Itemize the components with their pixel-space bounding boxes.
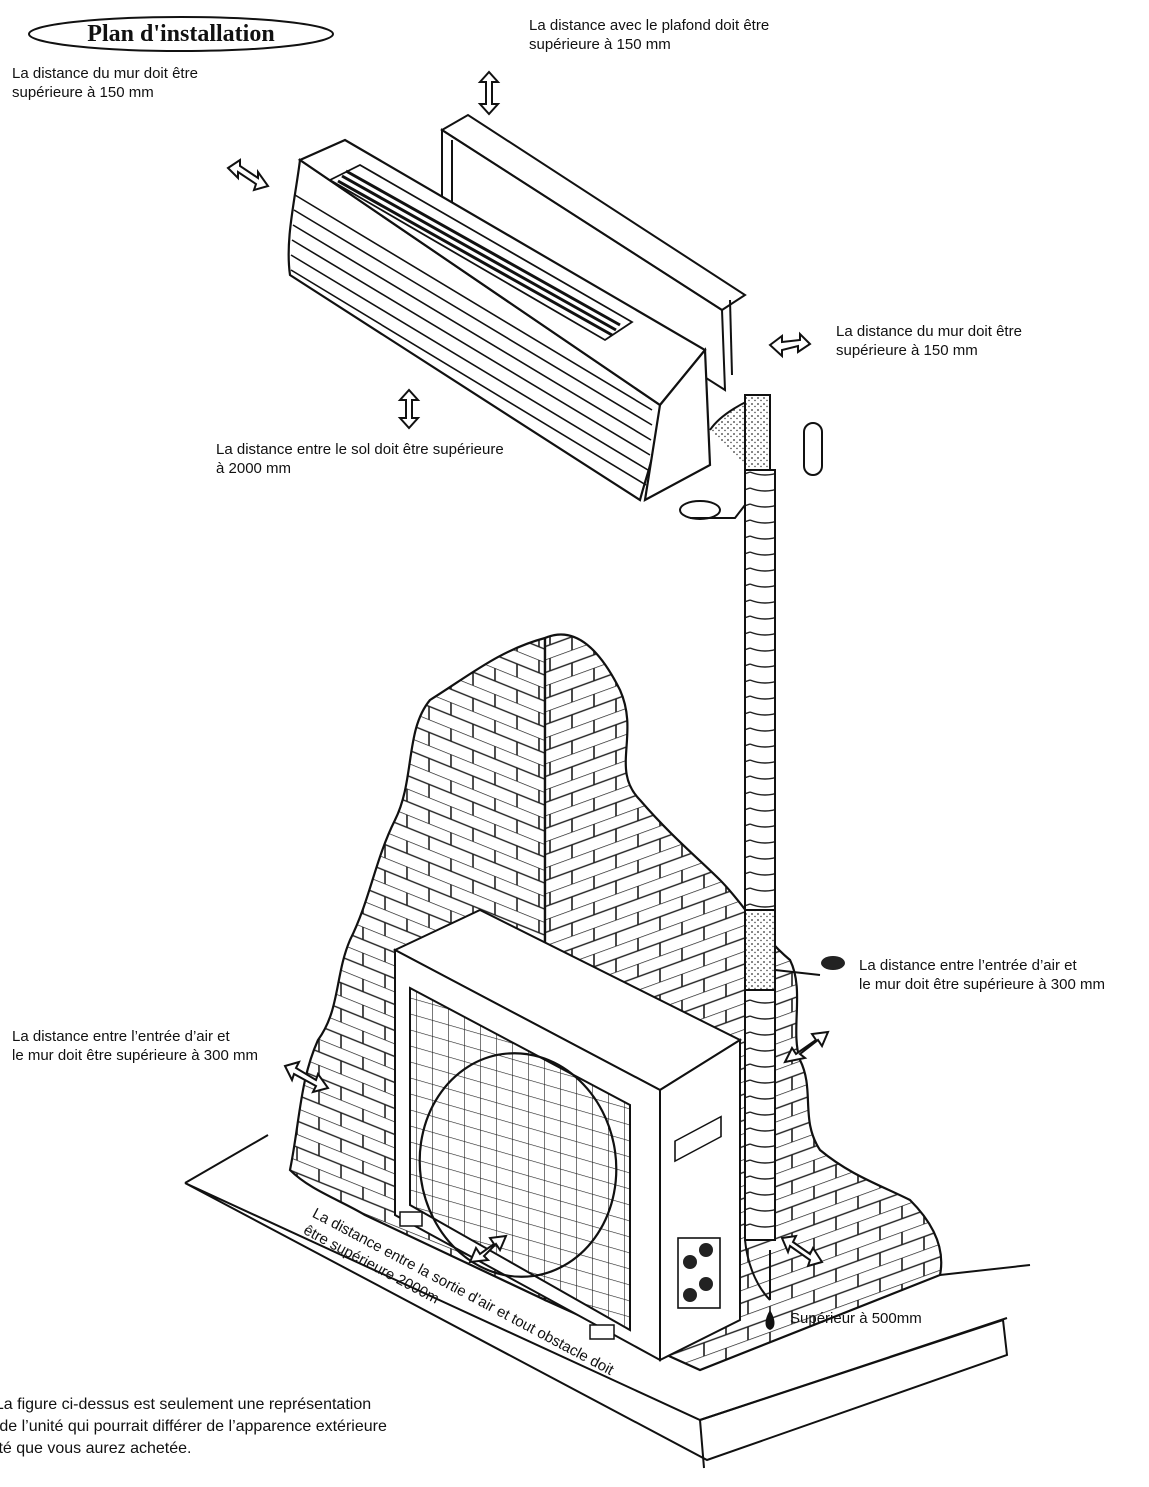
disclaimer-line1: : La figure ci-dessus est seulement une …	[0, 1396, 372, 1413]
page-title: Plan d'installation	[87, 21, 275, 47]
double-arrow-icon	[226, 158, 270, 192]
label-wall-left-line2: supérieure à 150 mm	[12, 84, 154, 101]
title-badge: Plan d'installation	[27, 14, 335, 54]
label-air-inlet-left-line2: le mur doit être supérieure à 300 mm	[12, 1047, 258, 1064]
refrigerant-pipe	[679, 394, 845, 1301]
label-floor: La distance entre le sol doit être supér…	[216, 440, 504, 478]
label-air-inlet-right-line2: le mur doit être supérieure à 300 mm	[859, 976, 1105, 993]
disclaimer-line3: nité que vous aurez achetée.	[0, 1440, 192, 1457]
label-air-inlet-left-line1: La distance entre l’entrée d’air et	[12, 1028, 230, 1045]
remote-control-icon	[803, 422, 823, 476]
outdoor-unit	[392, 908, 743, 1362]
double-arrow-icon	[768, 331, 812, 359]
double-arrow-icon	[477, 70, 501, 116]
label-floor-line2: à 2000 mm	[216, 460, 292, 477]
double-arrow-icon	[780, 1234, 824, 1268]
label-air-inlet-right-line1: La distance entre l’entrée d’air et	[859, 957, 1077, 974]
label-wall-right-line2: supérieure à 150 mm	[836, 342, 978, 359]
label-wall-right: La distance du mur doit être supérieure …	[836, 322, 1022, 360]
label-wall-left: La distance du mur doit être supérieure …	[12, 64, 198, 102]
mounting-plate	[440, 113, 747, 392]
indoor-unit	[287, 138, 712, 503]
label-ceiling-line1: La distance avec le plafond doit être	[529, 17, 770, 34]
double-arrow-icon	[468, 1234, 508, 1264]
ground-slab	[184, 1134, 1031, 1469]
label-ceiling-line2: supérieure à 150 mm	[529, 36, 671, 53]
disclaimer-line2: e de l’unité qui pourrait différer de l’…	[0, 1418, 387, 1435]
title-ellipse-shape	[28, 16, 334, 52]
label-air-inlet-right: La distance entre l’entrée d’air et le m…	[859, 956, 1105, 994]
label-air-inlet-left: La distance entre l’entrée d’air et le m…	[12, 1027, 258, 1065]
label-drain: Supérieur à 500mm	[790, 1310, 922, 1327]
double-arrow-icon	[783, 1030, 830, 1064]
disclaimer-note: : La figure ci-dessus est seulement une …	[0, 1394, 506, 1460]
water-drop-icon	[765, 1310, 775, 1330]
label-wall-right-line1: La distance du mur doit être	[836, 323, 1022, 340]
double-arrow-icon	[283, 1060, 330, 1094]
label-floor-line1: La distance entre le sol doit être supér…	[216, 441, 504, 458]
double-arrow-icon	[397, 388, 421, 430]
label-ceiling: La distance avec le plafond doit être su…	[529, 16, 769, 54]
label-wall-left-line1: La distance du mur doit être	[12, 65, 198, 82]
